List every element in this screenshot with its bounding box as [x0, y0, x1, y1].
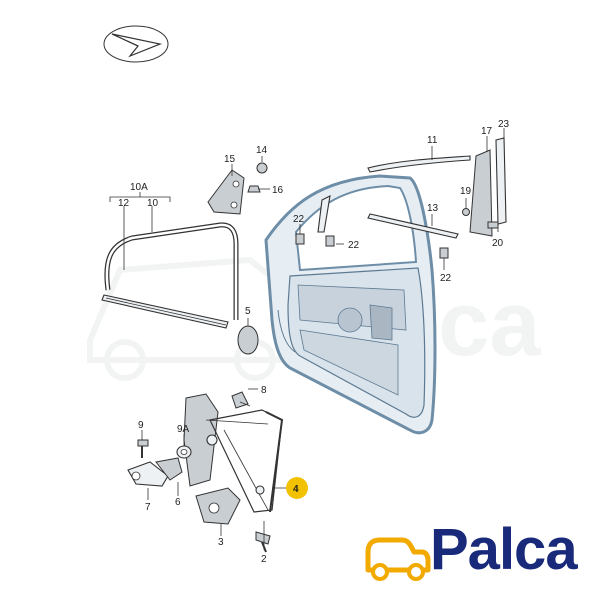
callout-7: 7 — [145, 502, 151, 513]
part-9A-grommet — [176, 445, 192, 459]
part-3-motor — [195, 487, 241, 525]
orientation-arrow-icon — [103, 25, 169, 63]
part-22-pads — [295, 195, 449, 270]
palca-logo-text: Palca — [430, 517, 578, 582]
callout-4: 4 — [293, 484, 299, 495]
part-window-channel — [367, 146, 471, 173]
callout-20: 20 — [492, 238, 504, 249]
callout-14: 14 — [256, 145, 268, 156]
part-19-clip — [462, 198, 470, 216]
callout-15: 15 — [224, 154, 236, 165]
callout-3: 3 — [218, 537, 224, 548]
part-9-bolt — [137, 439, 149, 458]
part-lower-channel — [367, 213, 459, 239]
part-window-seal — [104, 222, 239, 320]
callout-9: 9 — [138, 420, 144, 431]
part-outer-window-strip — [101, 294, 229, 329]
bracket-10A — [109, 192, 171, 270]
callout-22-c: 22 — [440, 273, 452, 284]
callout-labels: 10A 12 10 15 14 16 11 17 23 19 13 20 22 … — [118, 119, 510, 565]
callout-2: 2 — [261, 554, 267, 565]
callout-12: 12 — [118, 198, 130, 209]
door-shell — [264, 174, 437, 435]
callout-8: 8 — [261, 385, 267, 396]
callout-19: 19 — [460, 186, 472, 197]
callout-5: 5 — [245, 306, 251, 317]
callout-4-highlight: 4 — [286, 477, 308, 499]
callout-9A: 9A — [177, 424, 190, 435]
part-2-screw — [255, 531, 271, 553]
callout-13: 13 — [427, 203, 439, 214]
callout-22-b: 22 — [348, 240, 360, 251]
part-7-bracket — [127, 461, 169, 487]
callout-10A: 10A — [130, 182, 148, 193]
callout-10: 10 — [147, 198, 159, 209]
part-mirror-triangle — [207, 164, 245, 215]
part-5-round-cover — [237, 318, 259, 355]
callout-leaders — [141, 430, 290, 550]
callout-23: 23 — [498, 119, 510, 130]
callout-22-a: 22 — [293, 214, 305, 225]
palca-logo-icon — [365, 537, 431, 581]
callout-17: 17 — [481, 126, 493, 137]
callout-6: 6 — [175, 497, 181, 508]
part-23-strip — [495, 128, 507, 225]
callout-16: 16 — [272, 185, 284, 196]
part-16-screw — [247, 185, 270, 193]
part-14-nut — [256, 156, 268, 174]
callout-11: 11 — [427, 135, 438, 146]
part-6-clamp — [155, 457, 183, 481]
part-20-screw — [487, 221, 499, 232]
part-pillar-trim — [469, 136, 493, 237]
window-regulator — [183, 388, 284, 513]
